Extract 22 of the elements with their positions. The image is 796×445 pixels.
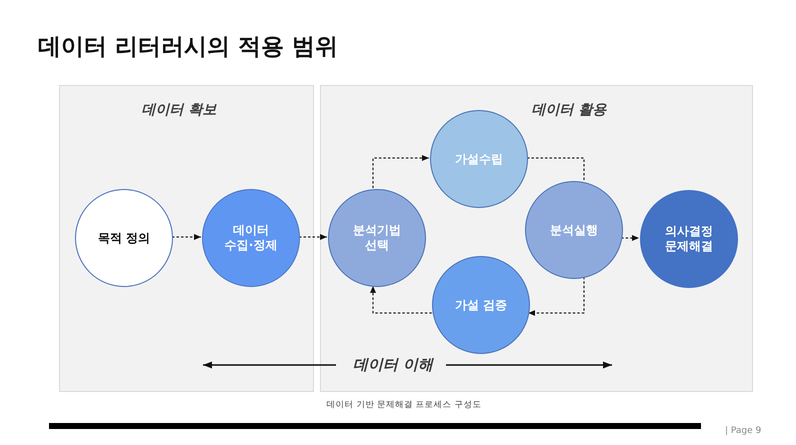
flow-arrow (172, 234, 202, 240)
caption: 데이터 기반 문제해결 프로세스 구성도 (326, 399, 482, 411)
group-panel (320, 85, 753, 392)
direction-label: 데이터 이해 (352, 356, 434, 374)
flow-arrow (372, 155, 430, 189)
flow-arrow (620, 235, 640, 241)
panel-heading: 데이터 확보 (142, 101, 216, 119)
panel-heading: 데이터 활용 (532, 101, 606, 119)
process-circle: 가설 검증 (432, 256, 530, 354)
page-number: | Page 9 (725, 426, 762, 436)
connector-line (526, 158, 584, 182)
title: 데이터 리터러시의 적용 범위 (38, 33, 338, 61)
process-circle: 목적 정의 (75, 189, 173, 287)
process-circle: 분석실행 (525, 181, 623, 279)
process-circle: 의사결정 문제해결 (640, 190, 738, 288)
process-circle: 데이터 수집·정제 (202, 189, 300, 287)
process-circle: 분석기법 선택 (328, 189, 426, 287)
process-circle: 가설수립 (430, 110, 528, 208)
flow-arrow (298, 234, 328, 240)
group-panel (59, 85, 314, 392)
flow-arrow (370, 285, 432, 314)
flow-arrow (528, 276, 584, 316)
